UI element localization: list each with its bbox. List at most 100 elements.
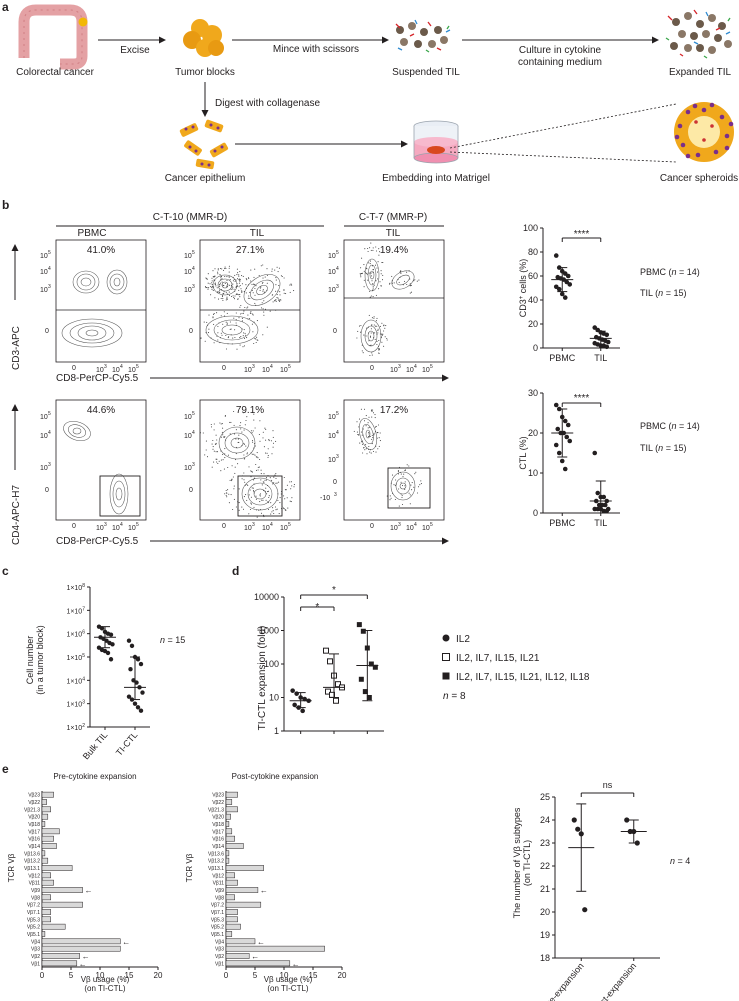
data-point bbox=[592, 450, 598, 456]
svg-text:4: 4 bbox=[120, 522, 123, 528]
e-pre-ylabel: TCR Vβ bbox=[7, 853, 16, 882]
flow-event bbox=[226, 276, 228, 278]
flow-event bbox=[241, 291, 243, 294]
flow-event bbox=[212, 446, 214, 448]
flow-event bbox=[264, 276, 266, 278]
flow-event bbox=[376, 343, 378, 346]
flow-event bbox=[360, 267, 362, 269]
bar bbox=[225, 857, 230, 864]
flow-event bbox=[374, 338, 376, 340]
flow-event bbox=[360, 272, 362, 275]
flow-event bbox=[367, 422, 369, 424]
flow-event bbox=[374, 325, 376, 327]
flow-event bbox=[228, 291, 230, 293]
e-post-xlabel-2: (on TI-CTL) bbox=[267, 984, 309, 993]
node-expanded-til: Expanded TIL bbox=[669, 67, 732, 78]
flow-event bbox=[369, 260, 372, 262]
data-point bbox=[605, 339, 611, 345]
flow-event bbox=[272, 301, 274, 303]
flow-event bbox=[241, 275, 243, 277]
flow-event bbox=[373, 316, 375, 318]
y-category-label: Vβ23 bbox=[212, 793, 224, 799]
sig-stars: **** bbox=[574, 229, 590, 240]
flow-event bbox=[275, 279, 277, 281]
data-point bbox=[358, 676, 364, 682]
bar bbox=[225, 953, 250, 959]
highlight-arrow: ← bbox=[85, 886, 93, 895]
flow-event bbox=[376, 432, 378, 434]
data-point bbox=[565, 273, 571, 279]
flow-event bbox=[368, 416, 370, 418]
flow-event bbox=[227, 343, 229, 345]
svg-text:4: 4 bbox=[414, 522, 417, 528]
flow-event bbox=[243, 479, 245, 481]
flow-event bbox=[282, 289, 285, 291]
flow-event bbox=[224, 457, 226, 459]
flow-event bbox=[272, 436, 274, 438]
flow-event bbox=[398, 281, 400, 283]
flow-event bbox=[391, 474, 394, 476]
flow-event bbox=[213, 342, 215, 344]
flow-event bbox=[236, 285, 238, 287]
flow-event bbox=[245, 445, 247, 447]
flow-event bbox=[221, 268, 223, 270]
flow-event bbox=[252, 331, 254, 333]
y-category-label: Vβ2 bbox=[31, 954, 40, 960]
flow-event bbox=[368, 426, 370, 428]
svg-text:3: 3 bbox=[192, 462, 195, 468]
svg-text:10: 10 bbox=[184, 287, 192, 294]
y-category-label: Vβ16 bbox=[212, 837, 224, 843]
flow-event bbox=[228, 267, 230, 269]
flow-event bbox=[372, 269, 375, 271]
flow-event bbox=[383, 330, 385, 332]
flow-event bbox=[211, 280, 213, 282]
flow-event bbox=[219, 284, 221, 286]
y-category-label: Vβ17 bbox=[212, 829, 224, 835]
flow-event bbox=[256, 456, 258, 458]
flow-event bbox=[286, 497, 288, 499]
flow-event bbox=[400, 270, 402, 272]
flow-event bbox=[261, 302, 263, 304]
panel-e: e Pre-cytokine expansion Post-cytokine e… bbox=[2, 762, 690, 1001]
y-category-label: Vβ13.2 bbox=[24, 859, 40, 865]
flow-event bbox=[222, 298, 224, 300]
flow-event bbox=[363, 408, 366, 410]
flow-event bbox=[246, 416, 248, 418]
flow-event bbox=[235, 429, 237, 431]
flow-event bbox=[243, 329, 245, 331]
flow-event bbox=[221, 294, 223, 296]
flow-plot-r2c2: 79.1% bbox=[199, 399, 301, 521]
flow-event bbox=[271, 453, 273, 455]
flow-event bbox=[404, 488, 406, 490]
flow-event bbox=[238, 279, 240, 281]
flow-event bbox=[253, 453, 255, 455]
flow-event bbox=[420, 480, 422, 482]
svg-text:3: 3 bbox=[48, 462, 51, 468]
svg-text:10: 10 bbox=[390, 525, 398, 532]
flow-event bbox=[272, 446, 274, 448]
flow-event bbox=[403, 473, 405, 475]
highlight-arrow: ← bbox=[251, 952, 259, 961]
x-category-label: TIL bbox=[594, 353, 607, 363]
svg-text:4: 4 bbox=[192, 430, 195, 436]
flow-event bbox=[370, 328, 372, 330]
flow-event bbox=[254, 287, 256, 290]
flow-event bbox=[373, 337, 375, 339]
flow-event bbox=[391, 282, 393, 284]
panel-label-d: d bbox=[232, 564, 239, 578]
svg-text:10: 10 bbox=[40, 253, 48, 260]
y-category-label: Vβ14 bbox=[28, 844, 40, 850]
flow-event bbox=[377, 345, 380, 347]
flow-event bbox=[235, 506, 237, 508]
flow-event bbox=[361, 344, 363, 346]
flow-event bbox=[224, 415, 226, 417]
flow-event bbox=[230, 288, 232, 290]
c-n-label: n = 15 bbox=[160, 635, 185, 645]
flow-event bbox=[365, 425, 367, 427]
flow-event bbox=[410, 291, 413, 293]
flow-event bbox=[359, 442, 361, 444]
data-point bbox=[567, 438, 573, 444]
svg-text:0: 0 bbox=[222, 365, 226, 372]
flow-event bbox=[232, 295, 234, 297]
